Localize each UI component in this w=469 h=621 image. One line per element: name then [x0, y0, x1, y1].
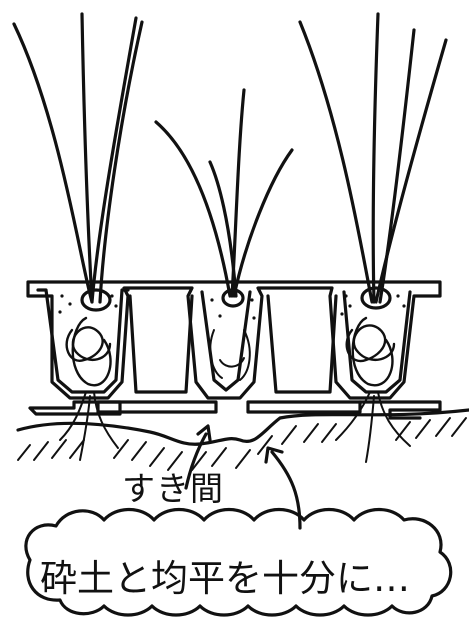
speech-bubble: [24, 507, 453, 617]
left-rice-seedling: [12, 12, 144, 461]
seedling-tray: [26, 280, 442, 420]
uneven-soil-ground: [16, 408, 469, 471]
gap-arrow: [184, 424, 212, 490]
right-rice-seedling: [298, 12, 448, 463]
gap-label: すき間: [122, 469, 224, 508]
bubble-caption: 砕土と均平を十分に…: [40, 557, 410, 600]
bubble-arrow: [264, 446, 302, 530]
middle-rice-seedling: [154, 88, 294, 381]
